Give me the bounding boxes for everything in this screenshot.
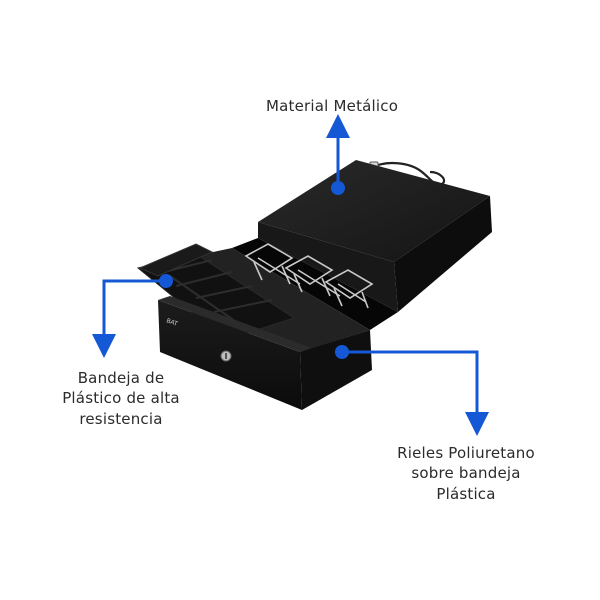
- metal-callout-dot: [331, 181, 345, 195]
- drawer-body-top: [258, 160, 490, 262]
- tray-callout-dot: [159, 274, 173, 288]
- callout-tray-line-1: Bandeja de: [77, 369, 165, 387]
- callout-rails-line-1: Rieles Poliuretano: [397, 444, 535, 462]
- drawer-body-side: [394, 196, 492, 312]
- rails-callout-dot: [335, 345, 349, 359]
- drawer-opening: [232, 238, 398, 330]
- rails-connector-line: [342, 350, 489, 436]
- tray-connector-line: [92, 279, 166, 358]
- callout-rails-line-2: sobre bandeja: [411, 464, 521, 483]
- callout-rails-line-3: Plástica: [436, 484, 496, 503]
- coin-tray-lid: [138, 243, 214, 277]
- callout-connectors: [92, 114, 489, 436]
- drawer-front-side: [300, 330, 372, 410]
- callout-tray-line-3: resistencia: [79, 409, 163, 428]
- brand-badge: BAT: [165, 317, 178, 328]
- callout-metal-text: Material Metálico: [266, 97, 399, 115]
- callout-bandeja-plastico: Bandeja de Plástico de alta resistencia: [60, 368, 182, 429]
- callout-dots: [159, 181, 349, 359]
- callout-rieles-poliuretano: Rieles Poliuretano sobre bandeja Plástic…: [384, 443, 548, 504]
- bill-clips: [244, 243, 374, 309]
- callout-material-metalico: Material Metálico: [266, 96, 398, 116]
- drawer-front-top-edge: [158, 296, 312, 352]
- callout-tray-line-2: Plástico de alta: [62, 389, 180, 408]
